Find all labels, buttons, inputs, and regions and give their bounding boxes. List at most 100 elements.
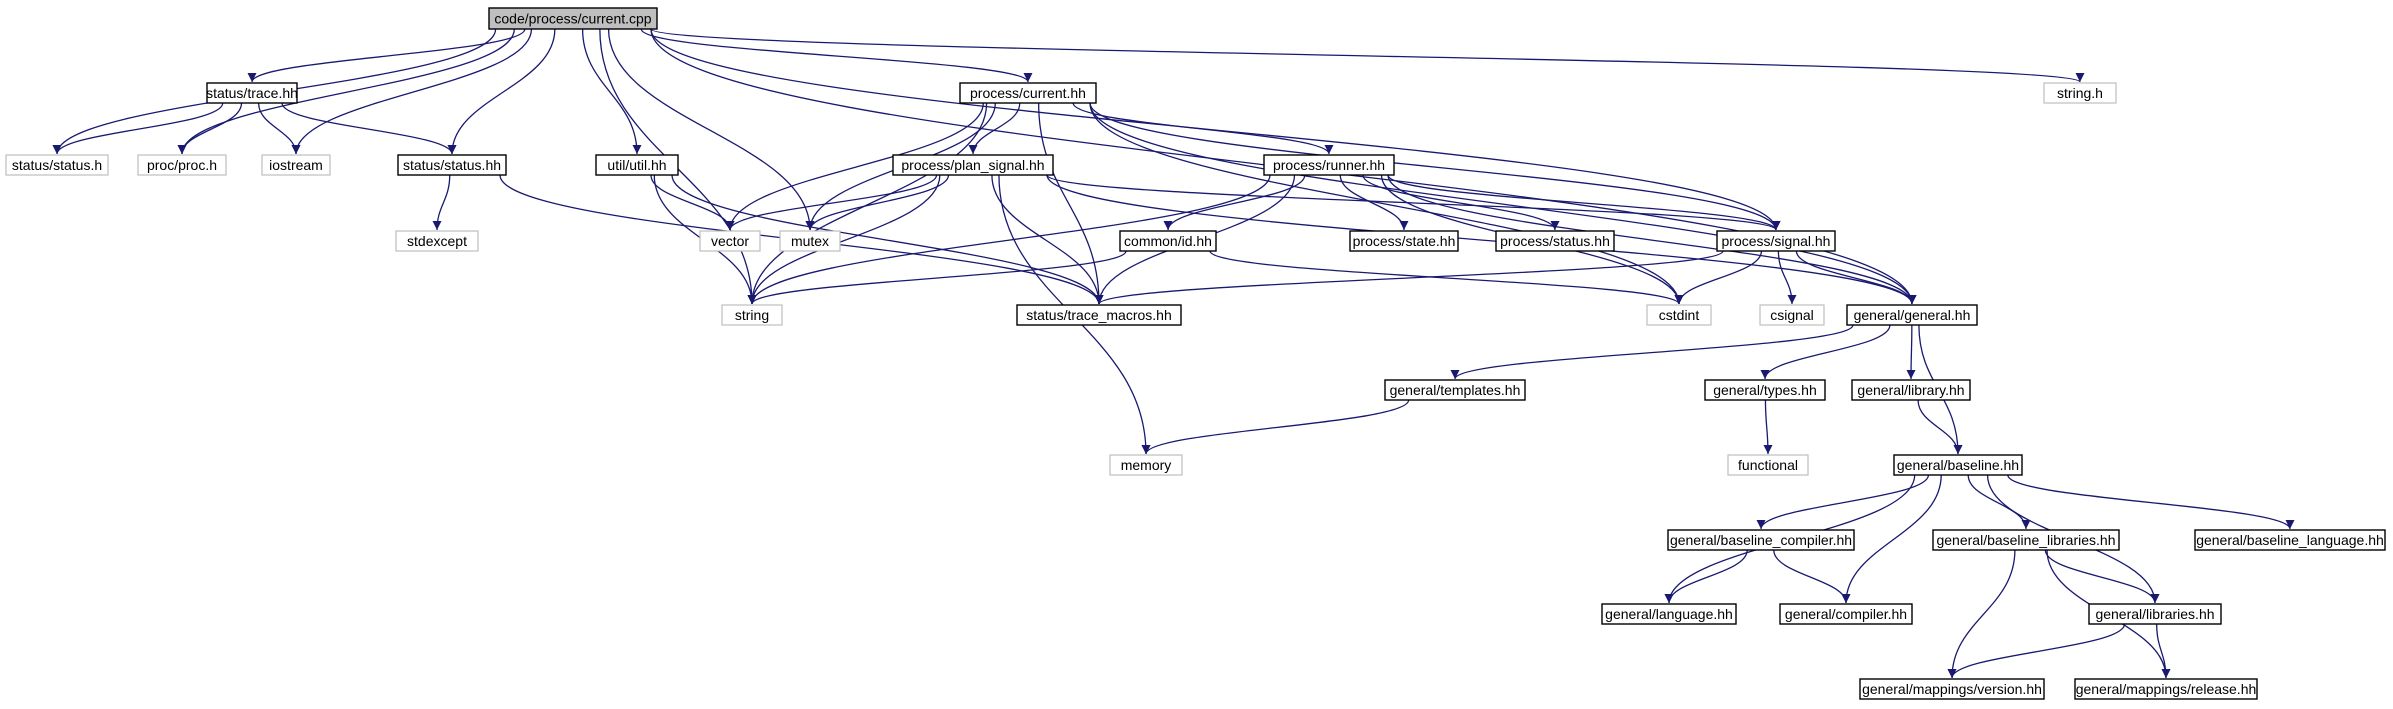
node-box (1119, 230, 1217, 252)
node-box (959, 82, 1097, 104)
node-label: process/plan_signal.hh (901, 157, 1044, 173)
edge-runner-to-process_status (1362, 174, 1560, 231)
node-general[interactable]: general/general.hh (1846, 304, 1978, 326)
edge-process_current_hh-to-general (1089, 102, 1917, 305)
edge-library-to-baseline (1917, 399, 1963, 455)
node-trace-macros[interactable]: status/trace_macros.hh (1016, 304, 1182, 326)
edge-baseline_compiler-to-compiler (1773, 549, 1851, 604)
node-box (2194, 529, 2386, 551)
node-libraries[interactable]: general/libraries.hh (2088, 603, 2222, 625)
node-label: cstdint (1659, 307, 1700, 323)
node-baseline-compiler[interactable]: general/baseline_compiler.hh (1667, 529, 1855, 551)
edge-root-to-proc_proc (177, 28, 515, 155)
edge-plan_signal-to-string (747, 174, 941, 305)
node-baseline[interactable]: general/baseline.hh (1893, 454, 2023, 476)
node-iostream: iostream (261, 154, 331, 176)
node-string: string (721, 304, 783, 326)
node-compiler[interactable]: general/compiler.hh (1779, 603, 1913, 625)
node-plan-signal[interactable]: process/plan_signal.hh (892, 154, 1054, 176)
node-box (1851, 379, 1971, 401)
node-label: general/baseline_libraries.hh (1936, 532, 2115, 548)
edge-libraries-to-mappings_version (1947, 623, 2126, 679)
node-box (1016, 304, 1182, 326)
edge-runner-to-common_id (1163, 174, 1306, 231)
node-label: memory (1121, 457, 1172, 473)
node-box (261, 154, 331, 176)
node-status-status-h: status/status.h (5, 154, 109, 176)
node-box (1846, 304, 1978, 326)
node-box (395, 230, 479, 252)
node-common-id[interactable]: common/id.hh (1119, 230, 1217, 252)
node-templates[interactable]: general/templates.hh (1384, 379, 1526, 401)
node-label: process/current.hh (970, 85, 1086, 101)
node-label: process/runner.hh (1273, 157, 1385, 173)
node-mutex: mutex (779, 230, 841, 252)
node-proc-proc: proc/proc.h (137, 154, 227, 176)
edge-root-to-process_current_hh (640, 28, 1033, 83)
node-library[interactable]: general/library.hh (1851, 379, 1971, 401)
node-types[interactable]: general/types.hh (1704, 379, 1826, 401)
node-language[interactable]: general/language.hh (1601, 603, 1737, 625)
edge-process_current_hh-to-runner (1072, 102, 1334, 155)
node-util-util[interactable]: util/util.hh (595, 154, 679, 176)
edge-status_trace-to-proc_proc (177, 102, 243, 155)
node-label: general/baseline.hh (1897, 457, 2019, 473)
node-root[interactable]: code/process/current.cpp (488, 7, 658, 30)
node-box (1704, 379, 1826, 401)
edge-baseline_compiler-to-language (1664, 549, 1748, 604)
node-label: util/util.hh (607, 157, 666, 173)
node-box (1893, 454, 2023, 476)
node-box (137, 154, 227, 176)
edge-common_id-to-string (747, 250, 1127, 305)
node-process-signal[interactable]: process/signal.hh (1716, 230, 1836, 252)
node-functional: functional (1727, 454, 1809, 476)
node-box (2074, 678, 2258, 700)
edge-process_current_hh-to-string (747, 102, 988, 305)
node-mappings-release[interactable]: general/mappings/release.hh (2074, 678, 2258, 700)
edge-general-to-templates (1450, 324, 1854, 380)
node-box (2043, 82, 2117, 104)
node-label: string (735, 307, 769, 323)
node-box (1601, 603, 1737, 625)
edge-process_current_hh-to-plan_signal (968, 102, 1021, 155)
node-box (1716, 230, 1836, 252)
node-box (699, 230, 761, 252)
edge-status_trace-to-status_status_h (52, 102, 224, 155)
node-process-status[interactable]: process/status.hh (1495, 230, 1615, 252)
dependency-edges (52, 28, 2295, 679)
node-box (1859, 678, 2045, 700)
node-label: general/libraries.hh (2095, 606, 2214, 622)
node-box (1779, 603, 1913, 625)
node-csignal: csignal (1759, 304, 1825, 326)
edge-types-to-functional (1763, 399, 1773, 455)
node-box (1109, 454, 1183, 476)
edge-util_util-to-trace_macros (671, 174, 1104, 305)
node-runner[interactable]: process/runner.hh (1263, 154, 1395, 176)
node-label: proc/proc.h (147, 157, 217, 173)
edge-process_current_hh-to-vector (725, 102, 984, 231)
node-status-trace[interactable]: status/trace.hh (206, 82, 298, 104)
node-box (2088, 603, 2222, 625)
node-baseline-libraries[interactable]: general/baseline_libraries.hh (1932, 529, 2120, 551)
node-process-current-hh[interactable]: process/current.hh (959, 82, 1097, 104)
node-status-status-hh[interactable]: status/status.hh (397, 154, 507, 176)
node-process-state[interactable]: process/state.hh (1349, 230, 1459, 252)
node-box (1495, 230, 1615, 252)
node-box (779, 230, 841, 252)
node-mappings-version[interactable]: general/mappings/version.hh (1859, 678, 2045, 700)
edge-runner-to-general (1387, 174, 1917, 305)
node-label: code/process/current.cpp (494, 11, 651, 27)
edge-process_signal-to-cstdint (1674, 250, 1763, 305)
edge-process_current_hh-to-cstdint (1089, 102, 1684, 305)
edge-root-to-mutex (607, 28, 815, 231)
node-box (1349, 230, 1459, 252)
node-box (1932, 529, 2120, 551)
edge-root-to-util_util (581, 28, 642, 155)
edge-plan_signal-to-vector (725, 174, 938, 231)
node-label: general/templates.hh (1390, 382, 1521, 398)
node-label: status/status.hh (403, 157, 501, 173)
node-label: status/trace.hh (206, 85, 298, 101)
edge-plan_signal-to-mutex (805, 174, 950, 231)
node-baseline-language[interactable]: general/baseline_language.hh (2194, 529, 2386, 551)
edge-general-to-types (1760, 324, 1891, 380)
